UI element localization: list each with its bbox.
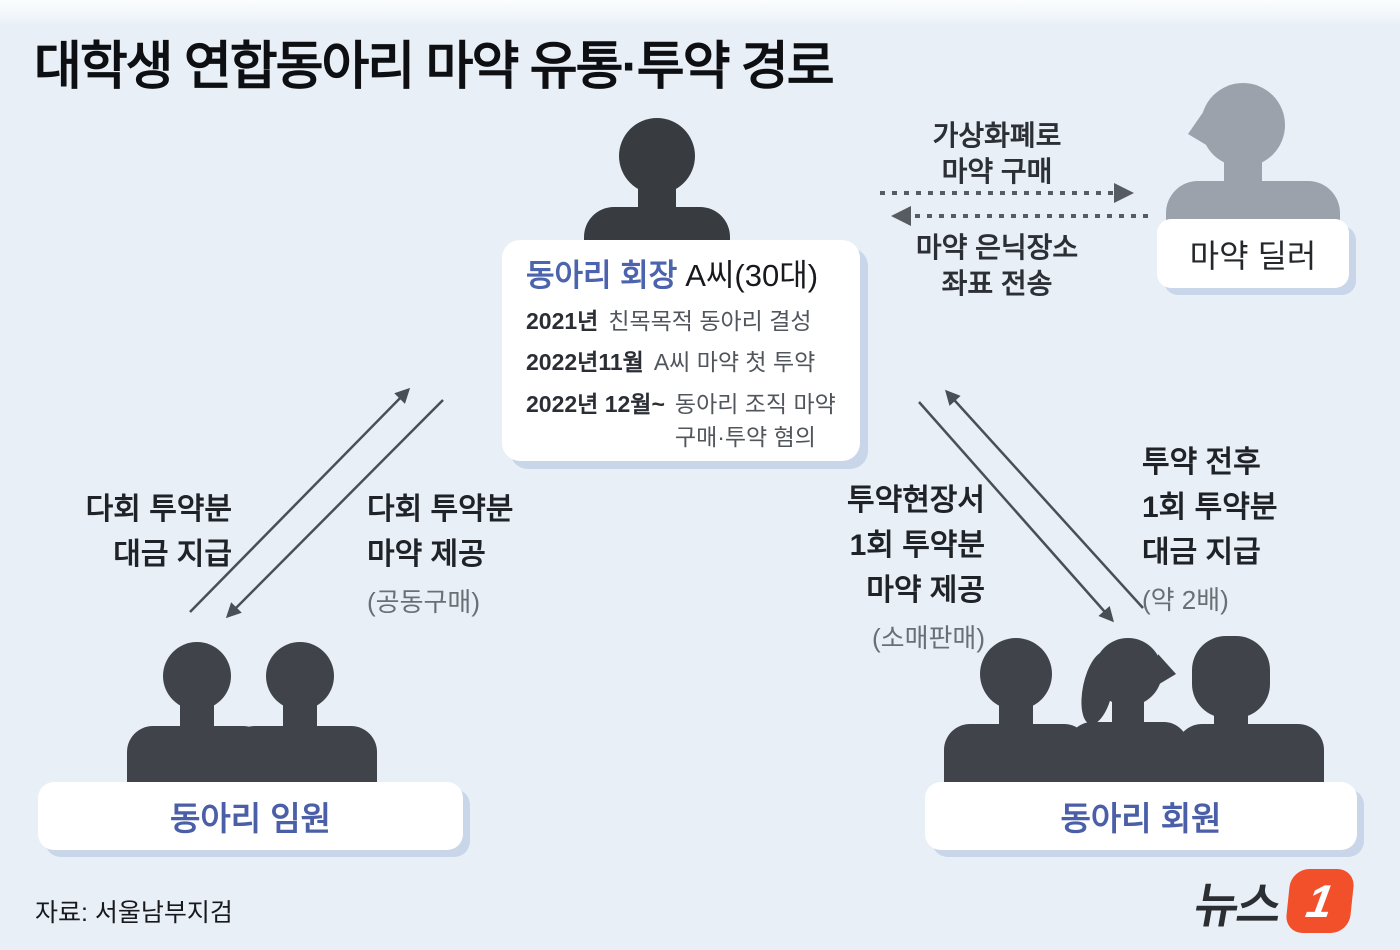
president-dealer-arrows xyxy=(880,183,1148,226)
news1-logo-badge-icon: 1 xyxy=(1284,869,1356,933)
flow-note-double-price: (약 2배) xyxy=(1142,585,1229,615)
arrow-exec-payment-up xyxy=(189,387,411,613)
timeline-row: 2022년11월 A씨 마약 첫 투약 xyxy=(526,349,816,376)
flow-note-retail: (소매판매) xyxy=(872,623,985,653)
member-president-arrows xyxy=(918,389,1144,623)
flow-label-coords: 마약 은닉장소 좌표 전송 xyxy=(915,232,1079,300)
dealer-label: 마약 딜러 xyxy=(1189,237,1317,274)
news1-logo: 뉴스 1 xyxy=(1190,866,1356,936)
executives-label-box: 동아리 임원 xyxy=(38,782,463,850)
flow-note-group-buy: (공동구매) xyxy=(367,587,480,617)
flow-label-member-payment: 투약 전후 1회 투약분 대금 지급 (약 2배) xyxy=(1142,440,1362,620)
arrow-exec-supply-down xyxy=(225,399,444,619)
timeline-row: 2021년 친목목적 동아리 결성 xyxy=(526,307,812,334)
executives-label: 동아리 임원 xyxy=(170,800,331,837)
flow-label-exec-supply: 다회 투약분 마약 제공 (공동구매) xyxy=(367,487,577,622)
arrow-member-payment-up xyxy=(944,389,1144,609)
arrow-member-supply-down xyxy=(918,401,1114,623)
source-credit: 자료: 서울남부지검 xyxy=(35,899,233,927)
news1-logo-text: 뉴스 xyxy=(1190,880,1285,933)
president-name-label: A씨(30대) xyxy=(685,258,819,293)
president-role-label: 동아리 회장 xyxy=(526,258,678,293)
members-label-box: 동아리 회원 xyxy=(925,782,1357,850)
members-label: 동아리 회원 xyxy=(1060,800,1222,837)
dealer-label-box: 마약 딜러 xyxy=(1157,219,1349,288)
exec-president-arrows xyxy=(189,387,444,619)
page-title: 대학생 연합동아리 마약 유통·투약 경로 xyxy=(34,38,835,96)
flow-label-exec-payment: 다회 투약분 대금 지급 xyxy=(85,493,232,571)
timeline-row: 2022년 12월~ 동아리 조직 마약 구매·투약 혐의 xyxy=(526,391,836,450)
flow-label-member-supply: 투약현장서 1회 투약분 마약 제공 (소매판매) xyxy=(770,478,985,658)
flow-label-buy-crypto: 가상화폐로 마약 구매 xyxy=(932,120,1062,188)
